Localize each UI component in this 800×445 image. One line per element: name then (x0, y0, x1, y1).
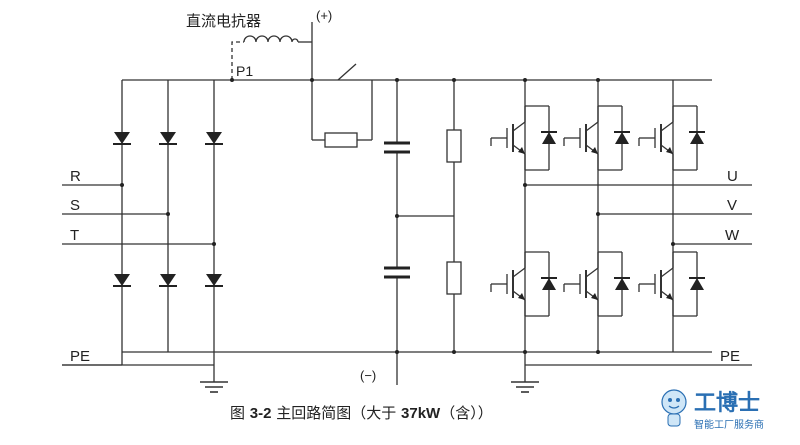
igbt-module (490, 251, 550, 317)
inverter-bridge (490, 105, 706, 317)
freewheel-diode (540, 131, 558, 145)
terminal-v-label: V (727, 197, 737, 214)
bleeder-resistor-bottom (446, 261, 462, 295)
watermark: 工博士 智能工厂服务商 (661, 389, 764, 431)
terminal-t-label: T (70, 227, 79, 244)
caption-prefix: 图 (230, 404, 250, 422)
figure-caption: 图 3-2 主回路简图（大于 37kW（含）） (230, 404, 493, 422)
igbt-module (563, 251, 623, 317)
charge-resistor (324, 132, 358, 148)
caption-number: 3-2 (250, 405, 272, 422)
caption-suffix: （含）） (440, 404, 493, 422)
plus-label: (+) (316, 8, 332, 23)
watermark-subtitle: 智能工厂服务商 (694, 418, 764, 431)
p1-label: P1 (236, 63, 253, 79)
terminal-u-label: U (727, 168, 738, 185)
caption-power: 37kW (401, 405, 441, 422)
igbt-module (490, 105, 550, 171)
reactor-label: 直流电抗器 (186, 12, 261, 30)
freewheel-diode (688, 277, 706, 291)
igbt-module (638, 251, 698, 317)
bypass-contactor (337, 63, 357, 81)
terminal-r-label: R (70, 168, 81, 185)
freewheel-diode (688, 131, 706, 145)
freewheel-diode (613, 277, 631, 291)
minus-label: (−) (360, 368, 376, 383)
igbt-module (563, 105, 623, 171)
capacitor-top (384, 141, 410, 154)
pe-right-label: PE (720, 348, 740, 365)
bleeder-resistor-top (446, 129, 462, 163)
watermark-title: 工博士 (694, 390, 760, 416)
pe-left-label: PE (70, 348, 90, 365)
igbt-module (638, 105, 698, 171)
terminal-s-label: S (70, 197, 80, 214)
caption-text: 主回路简图（大于 (271, 404, 401, 422)
robot-mascot-icon (661, 389, 687, 427)
terminal-w-label: W (725, 227, 740, 244)
freewheel-diode (613, 131, 631, 145)
reactor-coil (243, 35, 299, 43)
freewheel-diode (540, 277, 558, 291)
capacitor-bottom (384, 266, 410, 279)
